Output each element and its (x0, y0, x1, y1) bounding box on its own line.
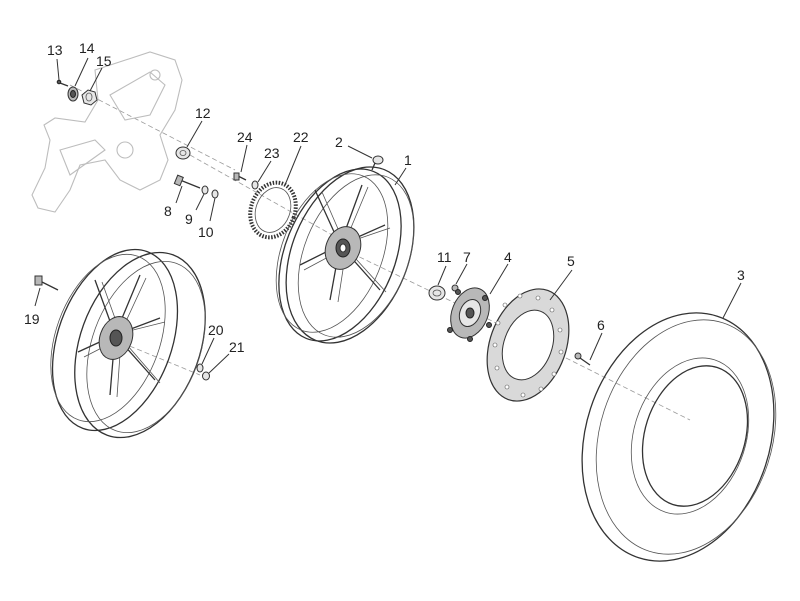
callout-7: 7 (463, 249, 471, 265)
callout-14: 14 (79, 40, 95, 56)
part-5-brake-disc (486, 288, 570, 402)
callout-3: 3 (737, 267, 745, 283)
part-23-washer (251, 180, 259, 190)
callout-4: 4 (504, 249, 512, 265)
callout-1: 1 (404, 152, 412, 168)
callout-8: 8 (164, 203, 172, 219)
rear-wheel-rim (50, 248, 206, 439)
callout-10: 10 (198, 224, 214, 240)
callout-11: 11 (437, 249, 452, 265)
callout-21: 21 (229, 339, 245, 355)
part-19-bolt (34, 275, 59, 291)
part-8-bolt (173, 174, 201, 189)
callout-labels: 13 14 15 12 8 9 10 24 23 22 2 1 11 7 4 5… (24, 40, 745, 355)
callout-12: 12 (195, 105, 211, 121)
callout-6: 6 (597, 317, 605, 333)
callout-22: 22 (293, 129, 309, 145)
callout-15: 13 (47, 42, 63, 58)
part-4-flange (447, 287, 492, 342)
callout-5: 5 (567, 253, 575, 269)
callout-20: 20 (208, 322, 224, 338)
part-13-nut (81, 89, 98, 106)
callout-19: 19 (24, 311, 40, 327)
part-20-washer (196, 363, 204, 373)
part-1-wheel-rim (275, 166, 415, 344)
part-21-nut (202, 371, 210, 381)
part-6-screw (574, 352, 591, 366)
callout-9: 9 (185, 211, 193, 227)
part-10-washer (211, 189, 219, 199)
part-14-bearing (67, 86, 79, 102)
part-24-bolt (233, 172, 247, 181)
swing-arm-ghost (31, 51, 183, 213)
part-11-spacer (428, 285, 446, 301)
part-12-spacer (175, 146, 191, 160)
leader-lines (34, 57, 742, 374)
callout-24: 24 (237, 129, 253, 145)
part-15-pin (56, 79, 69, 87)
part-2-valve (371, 155, 384, 171)
part-3-tyre (581, 312, 777, 562)
callout-13: 15 (96, 53, 112, 69)
callout-2: 2 (335, 134, 343, 150)
callout-23: 23 (264, 145, 280, 161)
part-9-washer (201, 185, 209, 195)
